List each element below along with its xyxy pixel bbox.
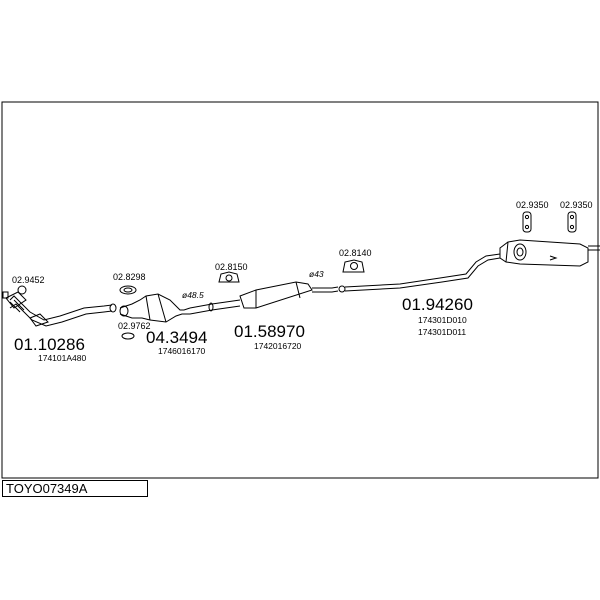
cat-gasket-a-number: 02.8298 <box>113 272 146 282</box>
center-hanger[interactable] <box>218 271 240 283</box>
center-muffler[interactable] <box>189 281 339 315</box>
diagram-title-box: TOYO07349A <box>2 480 148 497</box>
center-hanger-number: 02.8150 <box>215 262 248 272</box>
rear-pipe[interactable] <box>338 253 501 293</box>
flange-left-icon <box>2 291 9 299</box>
tail-hanger-2-number: 02.9350 <box>560 200 593 210</box>
cat-gasket-b-number: 02.9762 <box>118 321 151 331</box>
diagram-frame <box>1 101 599 479</box>
tail-hanger-1[interactable] <box>522 211 532 233</box>
center-muffler-oe: 1742016720 <box>254 341 302 351</box>
diameter-label-1: ø48.5 <box>182 290 204 300</box>
front-pipe-oe: 174101A480 <box>38 353 86 363</box>
rear-muffler-number: 01.94260 <box>402 295 473 314</box>
catalyst-oe: 1746016170 <box>158 346 206 356</box>
front-gasket-number: 02.9452 <box>12 275 45 285</box>
tail-hanger-1-number: 02.9350 <box>516 200 549 210</box>
rear-muffler-oe-1: 174301D010 <box>418 315 467 325</box>
rear-muffler-oe-2: 174301D011 <box>418 327 466 337</box>
front-gasket[interactable] <box>17 285 27 295</box>
cat-gasket-b[interactable] <box>121 332 135 340</box>
front-pipe[interactable] <box>5 291 117 327</box>
rear-muffler[interactable] <box>499 239 600 267</box>
front-pipe-number: 01.10286 <box>14 335 85 354</box>
rear-hanger-number: 02.8140 <box>339 248 372 258</box>
catalyst[interactable] <box>119 293 191 323</box>
center-muffler-number: 01.58970 <box>234 322 305 341</box>
catalyst-number: 04.3494 <box>146 328 207 347</box>
diagram-title: TOYO07349A <box>6 481 88 496</box>
diameter-label-2: ø43 <box>309 269 324 279</box>
cat-gasket-a[interactable] <box>119 285 137 295</box>
rear-hanger[interactable] <box>342 259 365 273</box>
tail-hanger-2[interactable] <box>567 211 577 233</box>
